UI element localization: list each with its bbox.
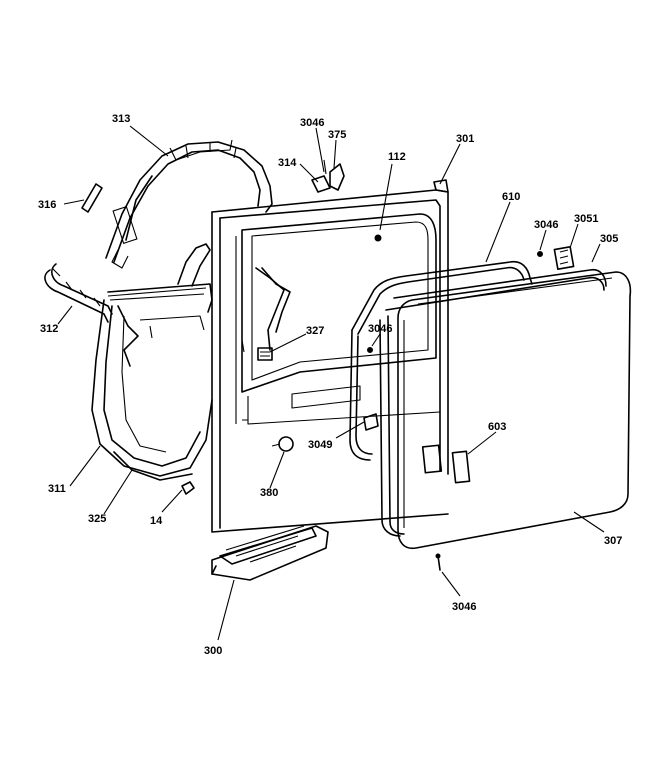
callout-375: 375: [328, 129, 346, 141]
callout-311: 311: [48, 483, 66, 495]
callout-3046-right: 3046: [534, 219, 558, 231]
callout-300: 300: [204, 645, 222, 657]
callout-112: 112: [388, 151, 406, 163]
callout-labels: 313 3046 375 314 112 301 316 610 3046 30…: [38, 113, 622, 657]
callout-380: 380: [260, 487, 278, 499]
part-305-inner-door: [379, 268, 607, 537]
part-3046-bottom-screw: [435, 553, 441, 571]
callout-3051: 3051: [574, 213, 598, 225]
part-313-frame: [105, 139, 273, 269]
part-316-bracket: [81, 183, 103, 213]
part-14-screw: [181, 481, 195, 495]
part-301-front-panel: [211, 179, 449, 533]
callout-3049: 3049: [308, 439, 332, 451]
part-610-gasket: [349, 260, 533, 461]
callout-307: 307: [604, 535, 622, 547]
part-3046-right-screw: [537, 251, 543, 257]
part-bulkhead-wire: [177, 243, 211, 287]
leader-lines: [57, 125, 605, 641]
part-312-seal: [44, 263, 113, 323]
callout-327: 327: [306, 325, 324, 337]
callout-305: 305: [600, 233, 618, 245]
callout-3046-mid: 3046: [368, 323, 392, 335]
callout-316: 316: [38, 199, 56, 211]
callout-14: 14: [150, 515, 163, 527]
part-325-seal: [113, 451, 193, 481]
part-3049-hinge: [363, 413, 379, 431]
callout-610: 610: [502, 191, 520, 203]
part-380-knob: [271, 436, 294, 452]
part-3051-hinge-block: [553, 245, 575, 271]
part-314-switch: [311, 175, 331, 193]
callout-314: 314: [278, 157, 297, 169]
part-300-filter-housing: [211, 525, 329, 581]
callout-3046-top: 3046: [300, 117, 324, 129]
part-375-latch: [329, 163, 345, 191]
callout-325: 325: [88, 513, 106, 525]
callout-312: 312: [40, 323, 58, 335]
part-3046-top-screw: [323, 159, 327, 175]
callout-301: 301: [456, 133, 474, 145]
part-307-outer-door: [397, 271, 632, 550]
part-112-pin: [374, 234, 382, 242]
part-327-switch: [257, 347, 273, 361]
callout-3046-bottom: 3046: [452, 601, 476, 613]
callout-603: 603: [488, 421, 506, 433]
part-3046-mid-screw: [367, 347, 373, 353]
part-311-bulkhead: [91, 283, 213, 477]
callout-313: 313: [112, 113, 130, 125]
